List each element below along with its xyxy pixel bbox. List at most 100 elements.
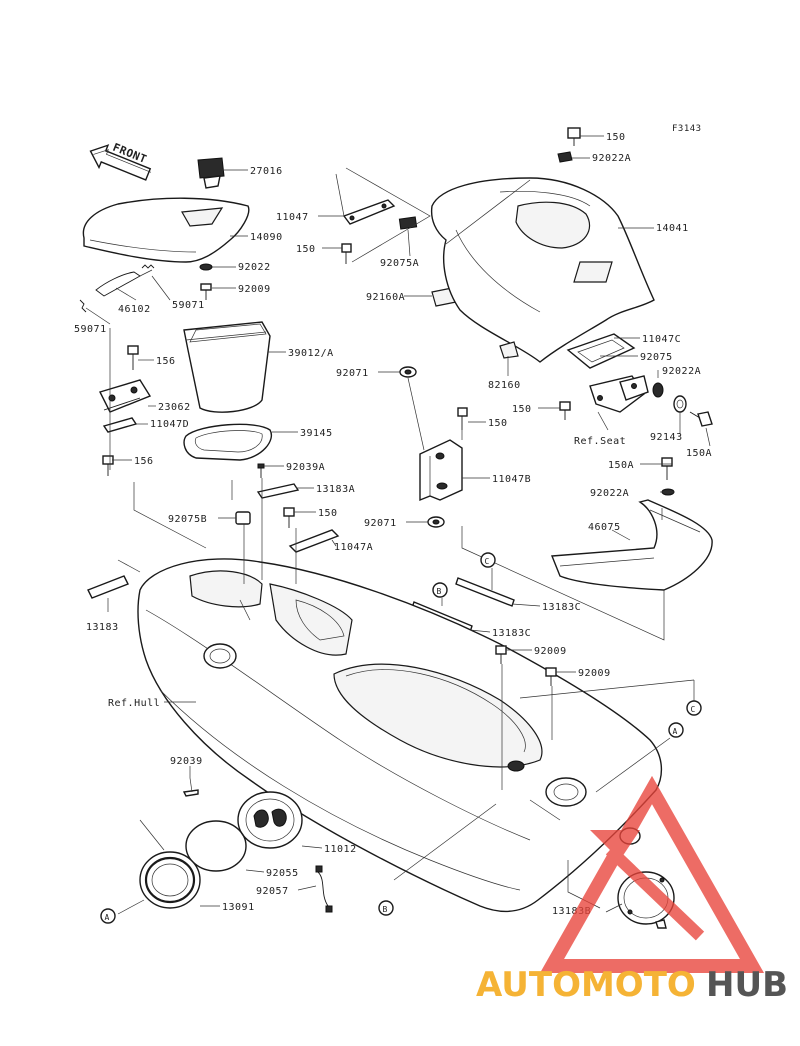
label-150-mid: 150 bbox=[488, 418, 508, 429]
label-150-left: 150 bbox=[296, 244, 316, 255]
label-150-right: 150 bbox=[512, 404, 532, 415]
label-23062: 23062 bbox=[158, 402, 191, 413]
label-11047C: 11047C bbox=[642, 334, 681, 345]
bolt-156-bottom-part bbox=[102, 455, 114, 476]
screw-92039A-part bbox=[257, 463, 265, 478]
label-92071-b: 92071 bbox=[364, 518, 397, 529]
screw-92057-part bbox=[315, 865, 333, 913]
label-13183: 13183 bbox=[86, 622, 119, 633]
watermark-automoto: AUTOMOTO bbox=[476, 965, 696, 1005]
label-92022A-bottom: 92022A bbox=[590, 488, 629, 499]
seat-14041-part bbox=[430, 177, 655, 363]
pad-13183A-part bbox=[256, 483, 300, 499]
svg-text:B: B bbox=[437, 587, 442, 596]
label-ref-seat: Ref.Seat bbox=[574, 436, 626, 447]
hinge-23062-part bbox=[99, 379, 152, 413]
label-92009-mid: 92009 bbox=[534, 646, 567, 657]
bolt-150-mid-part bbox=[457, 407, 468, 430]
bolt-150-center-part bbox=[283, 507, 295, 528]
figure-code: F3143 bbox=[672, 124, 702, 134]
label-92160A: 92160A bbox=[366, 292, 405, 303]
label-92075B: 92075B bbox=[168, 514, 207, 525]
bolt-150A-right-part bbox=[689, 411, 713, 427]
label-82160-part bbox=[499, 341, 519, 359]
label-92075A: 92075A bbox=[380, 258, 419, 269]
callout-a-right: A bbox=[668, 722, 684, 738]
bolt-156-top-part bbox=[127, 345, 139, 370]
leader-lines bbox=[85, 135, 711, 915]
callout-c-right: C bbox=[686, 700, 702, 716]
washer-92022-part bbox=[199, 263, 213, 271]
label-59071-a: 59071 bbox=[172, 300, 205, 311]
callout-a-left: A bbox=[100, 908, 116, 924]
cover-11012-part bbox=[237, 791, 303, 849]
label-39012A: 39012/A bbox=[288, 348, 334, 359]
label-11012: 11012 bbox=[324, 844, 357, 855]
plate-11047D-part bbox=[102, 417, 138, 433]
grommet-92071-bottom-part bbox=[427, 516, 445, 528]
label-46075: 46075 bbox=[588, 522, 621, 533]
label-92022: 92022 bbox=[238, 262, 271, 273]
label-13183B: 13183B bbox=[552, 906, 591, 917]
label-92057: 92057 bbox=[256, 886, 289, 897]
label-92055: 92055 bbox=[266, 868, 299, 879]
part-labels: 150 92022A 27016 14090 14041 11047 150 9… bbox=[74, 132, 712, 917]
svg-text:A: A bbox=[673, 727, 678, 736]
label-ref-hull: Ref.Hull bbox=[108, 698, 160, 709]
washer-92022A-right-part bbox=[652, 382, 664, 398]
label-13183C-b: 13183C bbox=[492, 628, 531, 639]
front-hood-part bbox=[82, 197, 250, 263]
callout-b-lower: B bbox=[378, 900, 394, 916]
svg-text:B: B bbox=[383, 905, 388, 914]
bolt-150-left-part bbox=[341, 243, 352, 264]
pad-92075B-part bbox=[235, 511, 251, 525]
svg-text:C: C bbox=[691, 705, 696, 714]
label-150A-right: 150A bbox=[686, 448, 712, 459]
watermark-hub: HUB bbox=[706, 965, 788, 1005]
label-92022A-top: 92022A bbox=[592, 153, 631, 164]
label-156-b: 156 bbox=[134, 456, 154, 467]
screw-92039-part bbox=[182, 777, 199, 797]
label-39145: 39145 bbox=[300, 428, 333, 439]
grab-rail-46075-part bbox=[550, 499, 713, 591]
label-92075: 92075 bbox=[640, 352, 673, 363]
label-92039: 92039 bbox=[170, 756, 203, 767]
label-82160: 82160 bbox=[488, 380, 521, 391]
label-11047: 11047 bbox=[276, 212, 309, 223]
ring-13091-part bbox=[139, 851, 201, 909]
label-156-a: 156 bbox=[156, 356, 176, 367]
watermark-text: AUTOMOTO HUB bbox=[476, 965, 788, 1005]
label-11047B: 11047B bbox=[492, 474, 531, 485]
label-14090: 14090 bbox=[250, 232, 283, 243]
pad-13183-part bbox=[87, 575, 129, 599]
callout-c-upper: C bbox=[480, 552, 496, 568]
label-13183A: 13183A bbox=[316, 484, 355, 495]
label-92009-right: 92009 bbox=[578, 668, 611, 679]
label-92071-a: 92071 bbox=[336, 368, 369, 379]
label-59071-b: 59071 bbox=[74, 324, 107, 335]
plate-11047A-part bbox=[288, 529, 340, 553]
bolt-150-top-part bbox=[567, 127, 581, 146]
label-92039A: 92039A bbox=[286, 462, 325, 473]
label-92143: 92143 bbox=[650, 432, 683, 443]
label-92022A-right: 92022A bbox=[662, 366, 701, 377]
storage-bucket-part bbox=[183, 321, 271, 413]
bolt-150-right-part bbox=[559, 401, 571, 420]
ring-13183B-part bbox=[617, 871, 675, 929]
label-13091: 13091 bbox=[222, 902, 255, 913]
watermark-logo-icon bbox=[539, 775, 765, 973]
label-46102: 46102 bbox=[118, 304, 151, 315]
bracket-11047B-part bbox=[419, 439, 463, 502]
callout-b-upper: B bbox=[432, 582, 448, 598]
label-11047A: 11047A bbox=[334, 542, 373, 553]
label-14041: 14041 bbox=[656, 223, 689, 234]
bolt-92009-part bbox=[200, 283, 212, 300]
gasket-39145-part bbox=[183, 423, 273, 461]
washer-92022A-top-part bbox=[557, 151, 573, 163]
label-92009-left: 92009 bbox=[238, 284, 271, 295]
pad-92075A-part bbox=[398, 216, 418, 230]
front-arrow-icon bbox=[89, 144, 152, 181]
label-150A: 150A bbox=[608, 460, 634, 471]
bracket-11047-part bbox=[335, 173, 396, 225]
svg-text:C: C bbox=[485, 557, 490, 566]
